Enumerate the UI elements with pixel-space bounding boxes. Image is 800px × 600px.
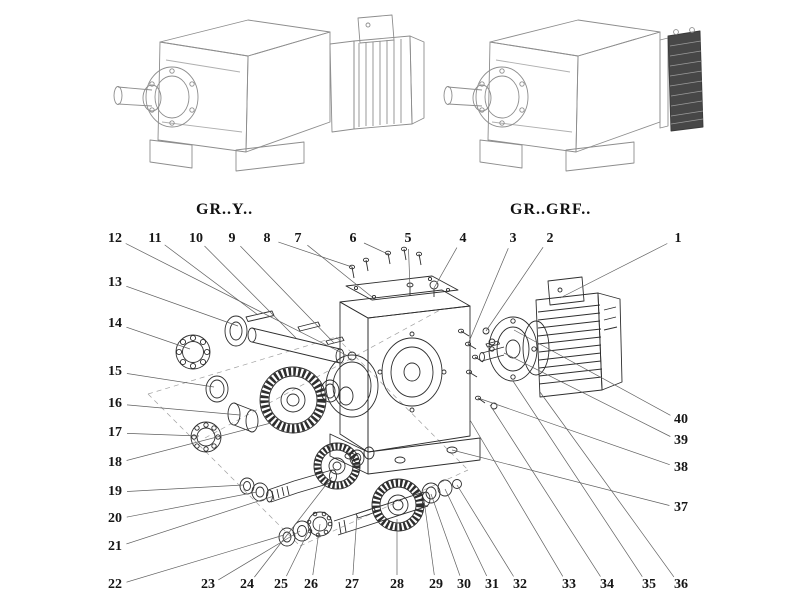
leader-line-23 bbox=[218, 530, 301, 581]
intermediate-pinion-assembly bbox=[239, 442, 375, 503]
leader-line-9 bbox=[240, 245, 335, 344]
leader-line-19 bbox=[126, 484, 244, 492]
leader-line-4 bbox=[433, 247, 458, 289]
callout-6: 6 bbox=[349, 231, 357, 246]
leader-line-40 bbox=[513, 329, 671, 416]
leader-line-16 bbox=[126, 404, 241, 416]
leader-line-25 bbox=[286, 527, 311, 577]
leader-line-31 bbox=[444, 488, 488, 577]
callout-3: 3 bbox=[509, 231, 517, 246]
leader-line-39 bbox=[503, 352, 671, 437]
leader-line-6 bbox=[363, 242, 391, 256]
leader-line-20 bbox=[126, 491, 258, 518]
leader-line-24 bbox=[254, 476, 333, 578]
leader-line-22 bbox=[126, 534, 285, 583]
leader-line-14 bbox=[126, 326, 191, 350]
callout-39: 39 bbox=[674, 433, 688, 448]
leader-line-13 bbox=[126, 285, 239, 327]
leader-line-10 bbox=[204, 245, 297, 339]
callout-37: 37 bbox=[674, 500, 688, 515]
callout-22: 22 bbox=[108, 577, 122, 592]
leader-line-7 bbox=[307, 244, 373, 298]
output-shaft-assembly bbox=[278, 478, 462, 547]
callout-36: 36 bbox=[674, 577, 688, 592]
variant-label-gr-grf: GR..GRF.. bbox=[510, 201, 592, 218]
callout-30: 30 bbox=[457, 577, 471, 592]
callout-11: 11 bbox=[148, 231, 162, 246]
callout-7: 7 bbox=[294, 231, 302, 246]
gear-housing bbox=[329, 289, 481, 475]
leader-line-36 bbox=[539, 391, 675, 578]
leader-line-21 bbox=[126, 495, 275, 545]
callout-21: 21 bbox=[108, 539, 122, 554]
callout-29: 29 bbox=[429, 577, 443, 592]
leader-line-17 bbox=[126, 433, 200, 437]
leader-line-12 bbox=[125, 243, 349, 357]
callout-32: 32 bbox=[513, 577, 527, 592]
leader-line-26 bbox=[312, 523, 321, 576]
callout-26: 26 bbox=[304, 577, 318, 592]
callout-9: 9 bbox=[228, 231, 236, 246]
leader-line-29 bbox=[423, 499, 435, 576]
callout-8: 8 bbox=[263, 231, 271, 246]
callout-19: 19 bbox=[108, 484, 122, 499]
leader-line-8 bbox=[278, 241, 353, 268]
leader-line-18 bbox=[126, 422, 272, 461]
callout-23: 23 bbox=[201, 577, 215, 592]
callout-27: 27 bbox=[345, 577, 359, 592]
leader-line-2 bbox=[485, 247, 544, 332]
leader-line-15 bbox=[126, 373, 215, 388]
callout-5: 5 bbox=[404, 231, 412, 246]
callout-33: 33 bbox=[562, 577, 576, 592]
callout-14: 14 bbox=[108, 316, 122, 331]
leader-line-37 bbox=[451, 449, 670, 506]
callout-13: 13 bbox=[108, 275, 122, 290]
assembled-view-gr-grf bbox=[443, 19, 704, 172]
callout-31: 31 bbox=[485, 577, 499, 592]
leader-line-38 bbox=[477, 397, 670, 466]
leader-line-30 bbox=[430, 493, 461, 576]
callout-40: 40 bbox=[674, 412, 688, 427]
callout-4: 4 bbox=[459, 231, 467, 246]
callout-18: 18 bbox=[108, 455, 122, 470]
callout-35: 35 bbox=[642, 577, 656, 592]
callout-24: 24 bbox=[240, 577, 254, 592]
callout-28: 28 bbox=[390, 577, 404, 592]
callout-15: 15 bbox=[108, 364, 122, 379]
variant-label-gr-y: GR..Y.. bbox=[196, 201, 254, 218]
leader-line-35 bbox=[512, 380, 643, 577]
leader-line-33 bbox=[469, 419, 564, 577]
callout-20: 20 bbox=[108, 511, 122, 526]
input-bearings-and-rings bbox=[175, 334, 259, 453]
callout-1: 1 bbox=[674, 231, 682, 246]
leader-line-34 bbox=[489, 404, 601, 577]
leader-line-1 bbox=[559, 243, 668, 299]
large-input-gear bbox=[259, 354, 379, 434]
callout-25: 25 bbox=[274, 577, 288, 592]
leader-line-27 bbox=[352, 514, 358, 576]
leader-line-5 bbox=[408, 248, 411, 289]
exploded-view-drawing bbox=[147, 246, 623, 547]
callout-34: 34 bbox=[600, 577, 614, 592]
callout-2: 2 bbox=[546, 231, 554, 246]
callout-16: 16 bbox=[108, 396, 122, 411]
callout-38: 38 bbox=[674, 460, 688, 475]
leader-line-3 bbox=[467, 248, 509, 345]
leader-line-11 bbox=[164, 244, 259, 316]
callout-17: 17 bbox=[108, 425, 122, 440]
leader-line-32 bbox=[456, 484, 514, 577]
callout-12: 12 bbox=[108, 231, 122, 246]
callout-10: 10 bbox=[189, 231, 203, 246]
assembled-view-gr-y bbox=[113, 14, 425, 172]
